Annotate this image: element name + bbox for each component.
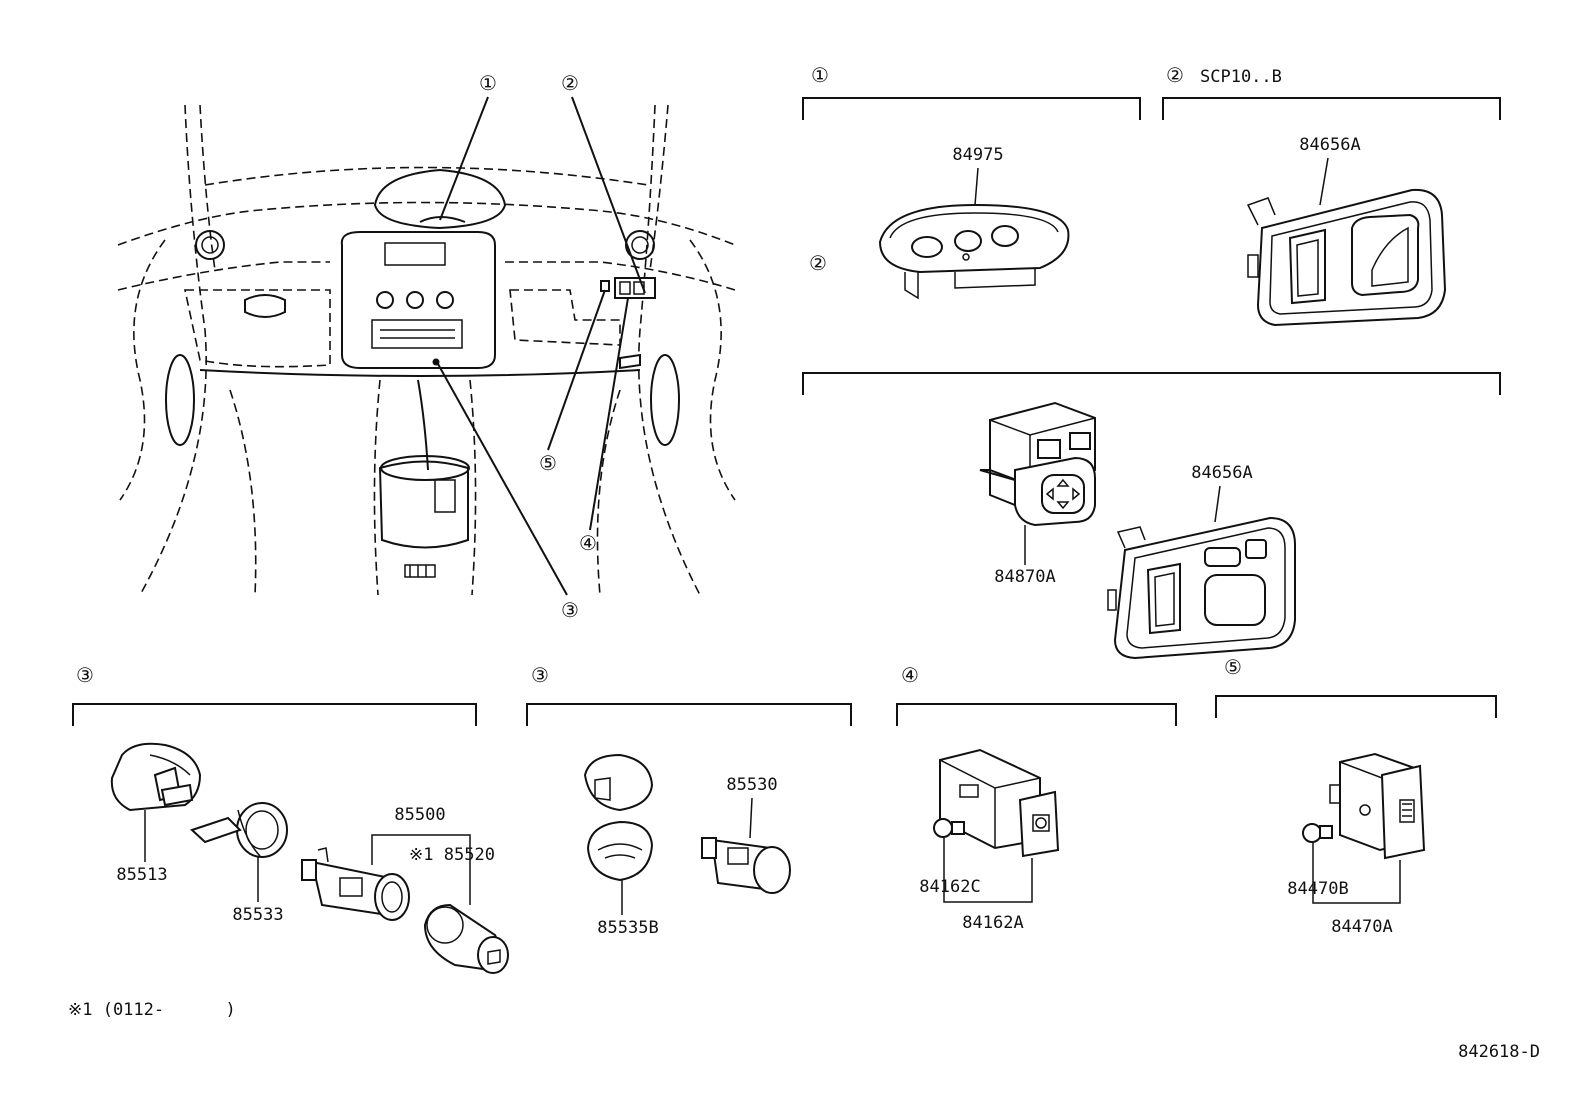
part-85500-socket <box>301 847 410 921</box>
part-84975-label: 84975 <box>952 145 1003 165</box>
group-2a-note: SCP10..B <box>1200 67 1282 87</box>
callout-2: ② <box>561 71 579 95</box>
callout-1: ① <box>479 71 497 95</box>
part-84470a-label: 84470A <box>1331 917 1392 937</box>
part-85500-label: 85500 <box>394 805 445 825</box>
group-3a-marker: ③ <box>76 663 94 687</box>
drawing-id: 842618-D <box>1458 1042 1540 1062</box>
part-85530-socket <box>701 837 791 894</box>
footnote: ※1 (0112- ) <box>68 1000 236 1020</box>
callout-3: ③ <box>561 598 579 622</box>
part-85533-label: 85533 <box>232 905 283 925</box>
group-2b-marker: ② <box>809 251 827 275</box>
group-3b-marker: ③ <box>531 663 549 687</box>
part-85530-label: 85530 <box>726 775 777 795</box>
part-84470b-label: 84470B <box>1287 879 1348 899</box>
group-5-marker: ⑤ <box>1224 655 1242 679</box>
dashboard-overview <box>117 96 736 596</box>
part-85520-label: ※1 85520 <box>409 845 495 865</box>
part-84656a-top-bezel <box>1246 188 1447 327</box>
group-4-bracket <box>896 703 1177 726</box>
part-85535b-label: 85535B <box>597 918 658 938</box>
group-2a-marker: ② <box>1166 63 1184 87</box>
group-5-bracket <box>1215 695 1497 718</box>
part-84162c-bulb <box>933 818 965 838</box>
part-84975-bezel <box>878 203 1070 300</box>
part-85535b-socket-covers <box>583 753 654 882</box>
part-84470b-bulb <box>1302 823 1333 843</box>
part-84162a-label: 84162A <box>962 913 1023 933</box>
part-85520-lighter <box>423 903 509 974</box>
part-84162c-label: 84162C <box>919 877 980 897</box>
group-1-marker: ① <box>811 63 829 87</box>
group-1-bracket <box>802 97 1141 120</box>
group-2a-bracket <box>1162 97 1501 120</box>
part-85513-socket-cover <box>110 742 202 812</box>
part-85513-label: 85513 <box>116 865 167 885</box>
part-85533-ring <box>190 802 288 858</box>
part-84656a-mid-label: 84656A <box>1191 463 1252 483</box>
group-3a-bracket <box>72 703 477 726</box>
part-84870a-mirror-switch <box>979 401 1096 527</box>
part-84656a-top-label: 84656A <box>1299 135 1360 155</box>
part-84162a-switch <box>939 748 1060 858</box>
group-2b-bracket <box>802 372 1501 395</box>
callout-5: ⑤ <box>539 451 557 475</box>
group-4-marker: ④ <box>901 663 919 687</box>
part-84656a-mid-bezel <box>1107 516 1296 660</box>
group-3b-bracket <box>526 703 852 726</box>
part-84470a-switch <box>1329 752 1426 860</box>
callout-4: ④ <box>579 531 597 555</box>
part-84870a-label: 84870A <box>994 567 1055 587</box>
